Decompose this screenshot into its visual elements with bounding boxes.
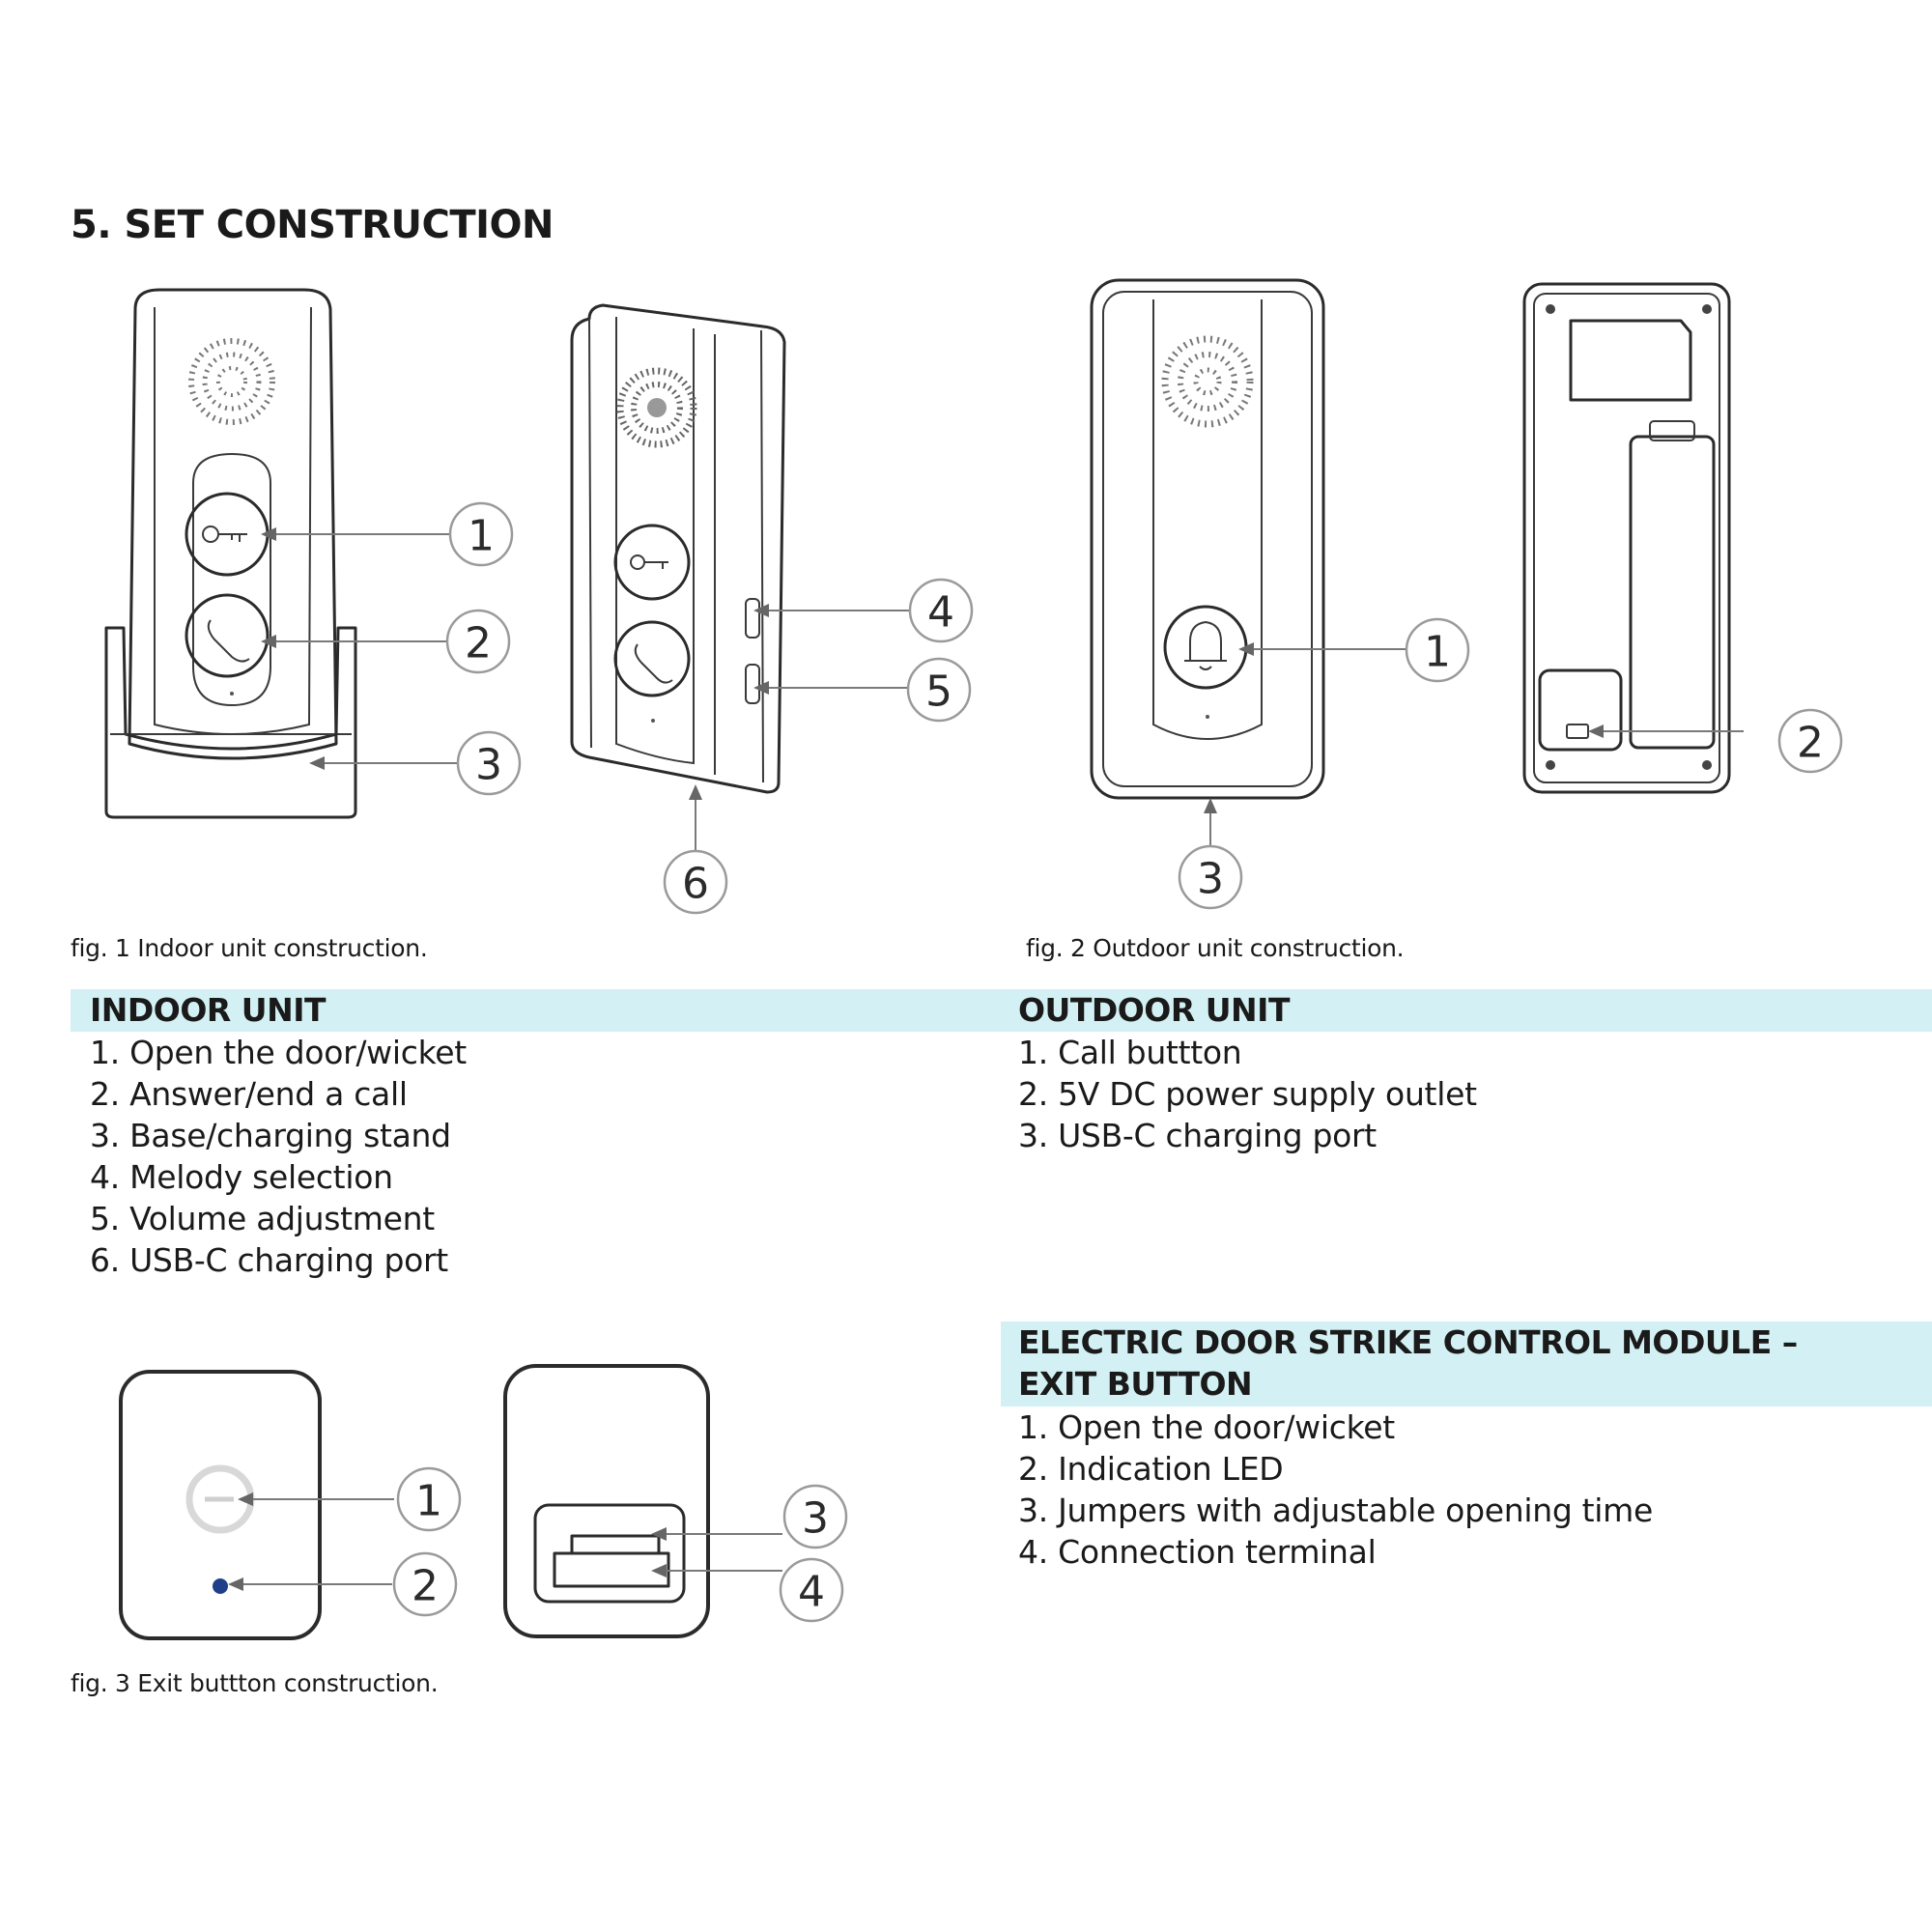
indication-led	[213, 1578, 228, 1594]
callout-4: 4	[908, 578, 974, 643]
fig1-caption: fig. 1 Indoor unit construction.	[71, 934, 428, 962]
list-item: 2. 5V DC power supply outlet	[1018, 1075, 1477, 1113]
section-heading: 5. SET CONSTRUCTION	[71, 203, 554, 247]
list-item: 1. Open the door/wicket	[1018, 1408, 1395, 1446]
svg-text:3: 3	[1197, 855, 1224, 904]
outdoor-unit-band	[1001, 989, 1932, 1032]
phone-button-icon	[613, 620, 691, 697]
list-item: 4. Connection terminal	[1018, 1533, 1377, 1571]
fig3-exit-button-diagram: 1 2 3 4	[119, 1364, 848, 1640]
list-item: 1. Open the door/wicket	[90, 1034, 467, 1071]
callout-1: 1	[1405, 617, 1470, 683]
speaker-grille-icon	[1161, 335, 1254, 428]
callout-3: 3	[782, 1484, 848, 1549]
list-item: 3. USB-C charging port	[1018, 1117, 1377, 1154]
list-item: 2. Answer/end a call	[90, 1075, 408, 1113]
callout-2: 2	[392, 1551, 458, 1617]
fig2-outdoor-unit-diagram: 1 3 2	[1090, 278, 1843, 910]
svg-text:2: 2	[1797, 719, 1824, 768]
speaker-grille-icon	[188, 338, 275, 425]
list-item: 1. Call buttton	[1018, 1034, 1242, 1071]
outdoor-unit-title: OUTDOOR UNIT	[1018, 991, 1290, 1029]
callout-2: 2	[1777, 708, 1843, 774]
indoor-handset-front	[128, 288, 338, 760]
svg-text:1: 1	[1424, 628, 1451, 677]
exit-button-front	[119, 1370, 322, 1640]
phone-button-icon	[185, 593, 270, 678]
svg-text:6: 6	[682, 860, 709, 909]
outdoor-unit-front	[1090, 278, 1325, 800]
callout-5: 5	[906, 657, 972, 723]
callout-2: 2	[445, 609, 511, 674]
list-item: 4. Melody selection	[90, 1158, 393, 1196]
exit-button-back	[503, 1364, 710, 1638]
indoor-unit-band	[71, 989, 1009, 1032]
svg-text:5: 5	[925, 668, 952, 717]
list-item: 5. Volume adjustment	[90, 1200, 435, 1237]
key-button-icon	[185, 492, 270, 577]
svg-text:1: 1	[468, 512, 495, 561]
callout-3: 3	[456, 730, 522, 796]
svg-text:4: 4	[798, 1568, 825, 1617]
list-item: 3. Jumpers with adjustable opening time	[1018, 1492, 1654, 1529]
indoor-handset-side	[570, 303, 786, 794]
svg-text:4: 4	[927, 588, 954, 638]
callout-4: 4	[779, 1557, 844, 1623]
list-item: 6. USB-C charging port	[90, 1241, 448, 1279]
fig2-caption: fig. 2 Outdoor unit construction.	[1026, 934, 1405, 962]
exit-module-title-line1: ELECTRIC DOOR STRIKE CONTROL MODULE –	[1018, 1323, 1798, 1361]
list-item: 3. Base/charging stand	[90, 1117, 451, 1154]
svg-text:2: 2	[412, 1562, 439, 1611]
callout-1: 1	[396, 1466, 462, 1532]
svg-text:2: 2	[465, 619, 492, 668]
exit-module-list: 1. Open the door/wicket 2. Indication LE…	[1018, 1406, 1653, 1573]
list-item: 2. Indication LED	[1018, 1450, 1284, 1488]
power-outlet	[1538, 668, 1623, 752]
callout-3: 3	[1178, 844, 1243, 910]
outdoor-unit-back	[1522, 282, 1731, 794]
fig1-indoor-unit-diagram: 1 2 3 4 5 6	[104, 288, 974, 915]
charging-stand	[104, 626, 357, 819]
key-button-icon	[613, 524, 691, 601]
fig3-caption: fig. 3 Exit buttton construction.	[71, 1669, 439, 1697]
callout-1: 1	[448, 501, 514, 567]
indoor-unit-title: INDOOR UNIT	[90, 991, 327, 1029]
outdoor-unit-list: 1. Call buttton 2. 5V DC power supply ou…	[1018, 1032, 1477, 1156]
exit-module-title-line2: EXIT BUTTON	[1018, 1365, 1253, 1403]
speaker-grille-icon	[616, 367, 697, 448]
svg-text:1: 1	[415, 1477, 442, 1526]
exit-module-band	[1001, 1321, 1932, 1406]
indoor-unit-list: 1. Open the door/wicket 2. Answer/end a …	[90, 1032, 467, 1281]
bell-button-icon	[1163, 605, 1248, 690]
callout-6: 6	[663, 849, 728, 915]
svg-text:3: 3	[475, 741, 502, 790]
svg-text:3: 3	[802, 1494, 829, 1544]
